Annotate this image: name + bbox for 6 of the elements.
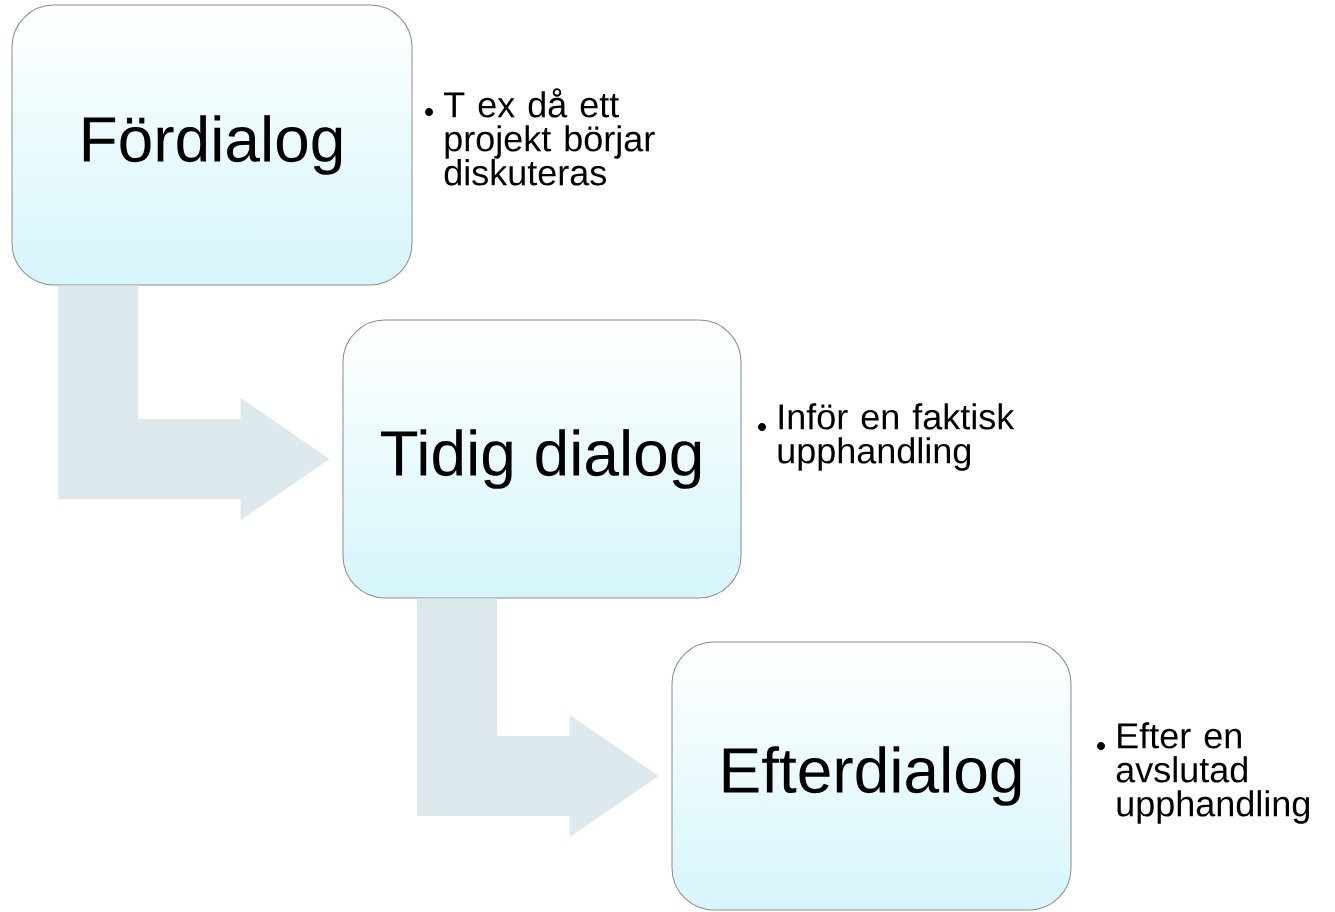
- bullet-text: Inför en faktisk upphandling: [778, 403, 1015, 471]
- process-box: Fördialog: [11, 4, 413, 286]
- bullet-text: Efter en avslutad upphandling: [1116, 722, 1309, 824]
- bullet-text: T ex då ett projekt börjar diskuteras: [444, 88, 655, 186]
- process-box: Efterdialog: [671, 641, 1072, 911]
- process-box: Tidig dialog: [342, 319, 742, 599]
